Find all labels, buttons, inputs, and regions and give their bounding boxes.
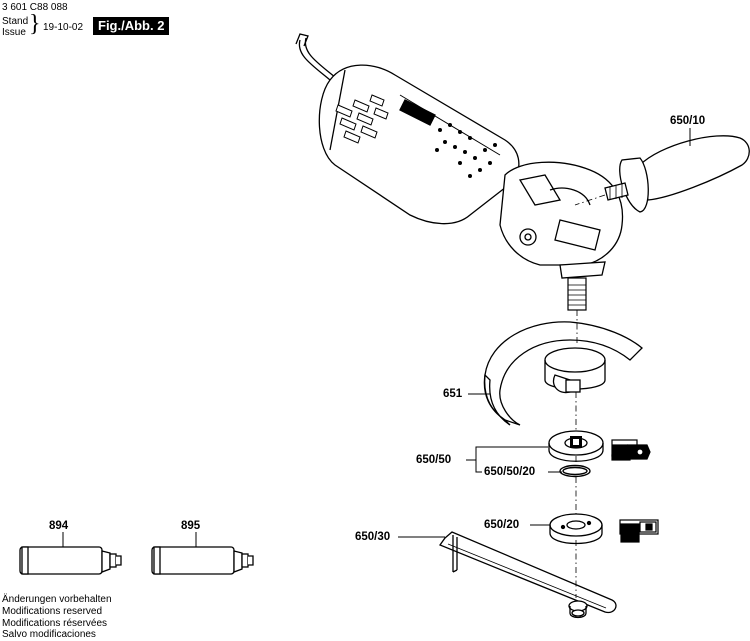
pin-spanner xyxy=(438,531,617,619)
auxiliary-handle xyxy=(604,135,750,213)
flange-orientation-symbol xyxy=(611,439,651,461)
exploded-axis xyxy=(574,194,606,598)
mounting-flange xyxy=(548,430,604,462)
footer-note-de: Änderungen vorbehalten xyxy=(2,594,112,605)
footer-note-en: Modifications reserved xyxy=(2,606,103,617)
clamping-nut xyxy=(549,513,603,545)
grease-tube-894 xyxy=(19,546,122,575)
brace-symbol: } xyxy=(29,11,41,37)
part-label-650-10: 650/10 xyxy=(670,115,706,127)
leader-lines xyxy=(62,128,691,547)
part-label-651: 651 xyxy=(443,388,463,400)
spindle xyxy=(567,277,587,311)
power-cord xyxy=(295,33,337,81)
part-label-895: 895 xyxy=(181,520,201,532)
o-ring xyxy=(559,464,591,478)
footer-note-fr: Modifications réservées xyxy=(2,618,108,629)
part-label-650-30: 650/30 xyxy=(355,531,391,543)
part-label-894: 894 xyxy=(49,520,69,532)
part-label-650-50-20: 650/50/20 xyxy=(484,466,536,478)
issue-label: Issue xyxy=(2,27,26,38)
figure-label: Fig./Abb. 2 xyxy=(93,17,170,35)
angle-grinder-body xyxy=(318,64,520,225)
nut-orientation-symbol xyxy=(619,519,659,543)
document-number: 3 601 C88 088 xyxy=(2,2,68,13)
stand-label: Stand xyxy=(2,16,29,27)
issue-date: 19-10-02 xyxy=(43,22,84,33)
gear-head xyxy=(499,161,624,279)
footer-note-es: Salvo modificaciones xyxy=(2,629,96,640)
part-label-650-20: 650/20 xyxy=(484,519,520,531)
part-label-650-50: 650/50 xyxy=(416,454,452,466)
grease-tube-895 xyxy=(151,546,254,575)
protection-guard xyxy=(483,321,643,426)
